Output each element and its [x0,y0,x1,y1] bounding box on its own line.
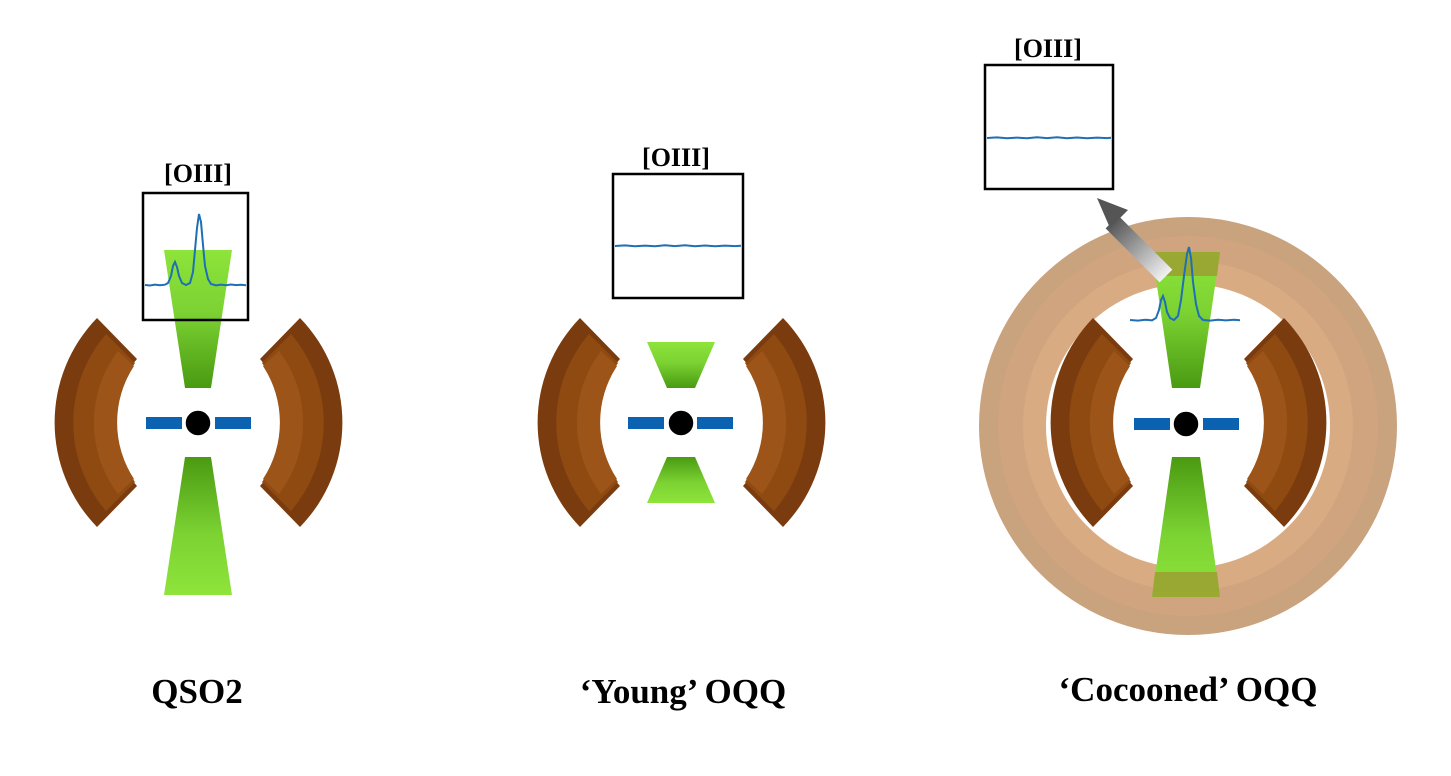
torus-right [260,318,343,527]
accretion-disk-left [628,417,664,429]
accretion-disk-left [1134,418,1170,430]
panel-label-young-oqq: ‘Young’ OQQ [580,672,786,711]
ionization-cone-bottom [647,457,715,503]
ionization-cone-top [647,342,715,388]
cone-bottom-obscured [1152,572,1220,597]
spectrum-box-title: [OIII] [1014,34,1082,63]
accretion-disk-right [215,417,251,429]
oiii-emission-spectrum [1129,246,1241,322]
black-hole [667,409,695,437]
spectrum-box-title: [OIII] [642,143,710,172]
torus-left [1050,318,1133,527]
panel-label-qso2: QSO2 [151,672,242,711]
panel-label-cocooned-oqq: ‘Cocooned’ OQQ [1059,670,1318,709]
torus-left [537,318,620,527]
spectrum-box-title: [OIII] [164,159,232,188]
flat-spectrum [986,136,1112,140]
flat-spectrum [614,244,742,248]
torus-left [54,318,137,527]
panel-qso2: [OIII] QSO2 [54,159,343,711]
accretion-disk-right [697,417,733,429]
ionization-cone-bottom [1152,457,1220,597]
spectrum-box [611,172,745,300]
accretion-disk-left [146,417,182,429]
panel-cocooned-oqq: [OIII] ‘Cocooned’ OQQ [979,34,1397,709]
escape-arrow-icon [1097,198,1173,283]
panel-young-oqq: [OIII] ‘Young’ OQQ [537,143,826,711]
black-hole [1172,410,1200,438]
torus-right [1244,318,1327,527]
spectrum-box [141,191,250,322]
black-hole [184,409,212,437]
ionization-cone-bottom [164,457,232,595]
oiii-emission-spectrum [144,213,247,287]
torus-right [743,318,826,527]
spectrum-box [983,63,1115,191]
accretion-disk-right [1203,418,1239,430]
ionization-cone-top [1152,252,1220,388]
